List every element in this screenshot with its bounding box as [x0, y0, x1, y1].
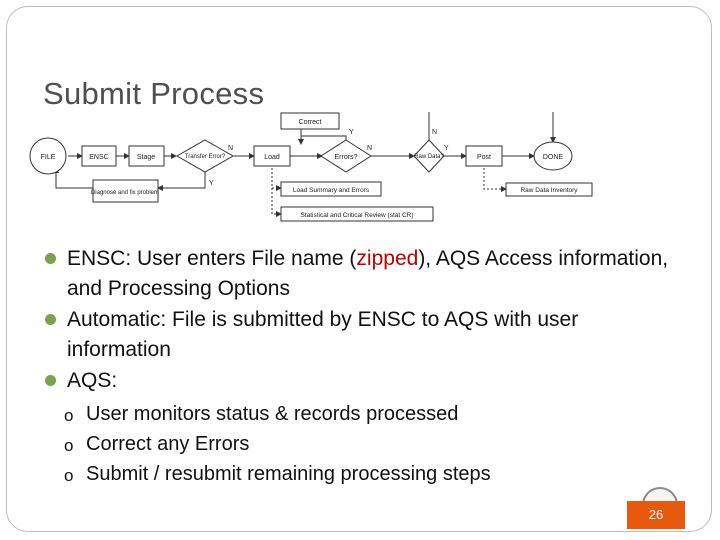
submit-process-flow-diagram: FILE ENSC Stage Transfer Error? Load Err… [29, 112, 593, 222]
bullet-automatic: Automatic: File is submitted by ENSC to … [43, 305, 683, 364]
sub-item-submit: o Submit / resubmit remaining processing … [64, 459, 491, 489]
load-node [253, 145, 291, 167]
post-node [465, 145, 503, 167]
edge-label-y3: Y [444, 145, 449, 152]
done-node [533, 141, 573, 171]
raw-data-label: Raw Data? [414, 154, 444, 160]
diagnose-node [92, 179, 159, 203]
bullet-ensc-zipped: zipped [356, 247, 419, 270]
load-label: Load [264, 154, 280, 161]
bullet-list: ENSC: User enters File name (zipped), AQ… [43, 244, 683, 398]
file-label: FILE [41, 154, 56, 161]
transfer-error-decision [175, 139, 235, 173]
errors-decision [320, 139, 372, 173]
load-summary-node [280, 181, 382, 197]
load-summary-label: Load Summary and Errors [293, 187, 370, 194]
sub-item-monitor: o User monitors status & records processe… [64, 399, 491, 429]
correct-label: Correct [299, 119, 322, 126]
bullet-ensc-text-post: ), AQS Access information, and Processin… [67, 247, 669, 300]
ensc-label: ENSC [89, 154, 108, 161]
file-node [29, 137, 67, 175]
sub-item-correct: o Correct any Errors [64, 429, 491, 459]
stage-label: Stage [137, 154, 155, 161]
post-label: Post [477, 154, 491, 161]
transfer-error-label: Transfer Error? [185, 154, 226, 160]
edge-label-n2: N [367, 145, 372, 152]
bullet-ensc: ENSC: User enters File name (zipped), AQ… [43, 244, 683, 303]
bullet-ensc-text-pre: ENSC: User enters File name ( [67, 247, 357, 270]
edge-label-y2: Y [349, 129, 354, 136]
bullet-dot [45, 375, 56, 386]
stage-node [128, 145, 165, 167]
aqs-sub-list: o User monitors status & records processe… [64, 399, 491, 489]
bullet-dot [45, 253, 56, 264]
bullet-aqs-text: AQS: [67, 369, 118, 392]
stat-review-label: Statistical and Critical Review (stat CR… [300, 212, 413, 219]
raw-inventory-label: Raw Data Inventory [520, 187, 578, 194]
slide-title: Submit Process [43, 76, 265, 111]
raw-inventory-node [505, 182, 593, 197]
sub-item-submit-text: Submit / resubmit remaining processing s… [86, 463, 491, 485]
stat-review-node [280, 206, 434, 222]
bullet-dot [45, 314, 56, 325]
sub-marker: o [64, 406, 74, 425]
raw-data-decision [413, 139, 445, 173]
done-label: DONE [543, 154, 564, 161]
errors-label: Errors? [335, 154, 358, 161]
correct-node [280, 112, 340, 130]
slide-frame [6, 6, 712, 532]
sub-item-monitor-text: User monitors status & records processed [86, 403, 459, 425]
sub-marker: o [64, 436, 74, 455]
edge-label-y1: Y [209, 180, 214, 187]
edge-label-n3: N [432, 129, 437, 136]
sub-marker: o [64, 466, 74, 485]
edge-label-n1: N [228, 145, 233, 152]
bullet-aqs: AQS: [43, 366, 683, 396]
bullet-automatic-text: Automatic: File is submitted by ENSC to … [67, 308, 579, 361]
sub-item-correct-text: Correct any Errors [86, 433, 250, 455]
ensc-node [81, 145, 117, 167]
diagnose-label: Diagnose and fix problem [91, 190, 159, 196]
page-number: 26 [627, 501, 685, 529]
